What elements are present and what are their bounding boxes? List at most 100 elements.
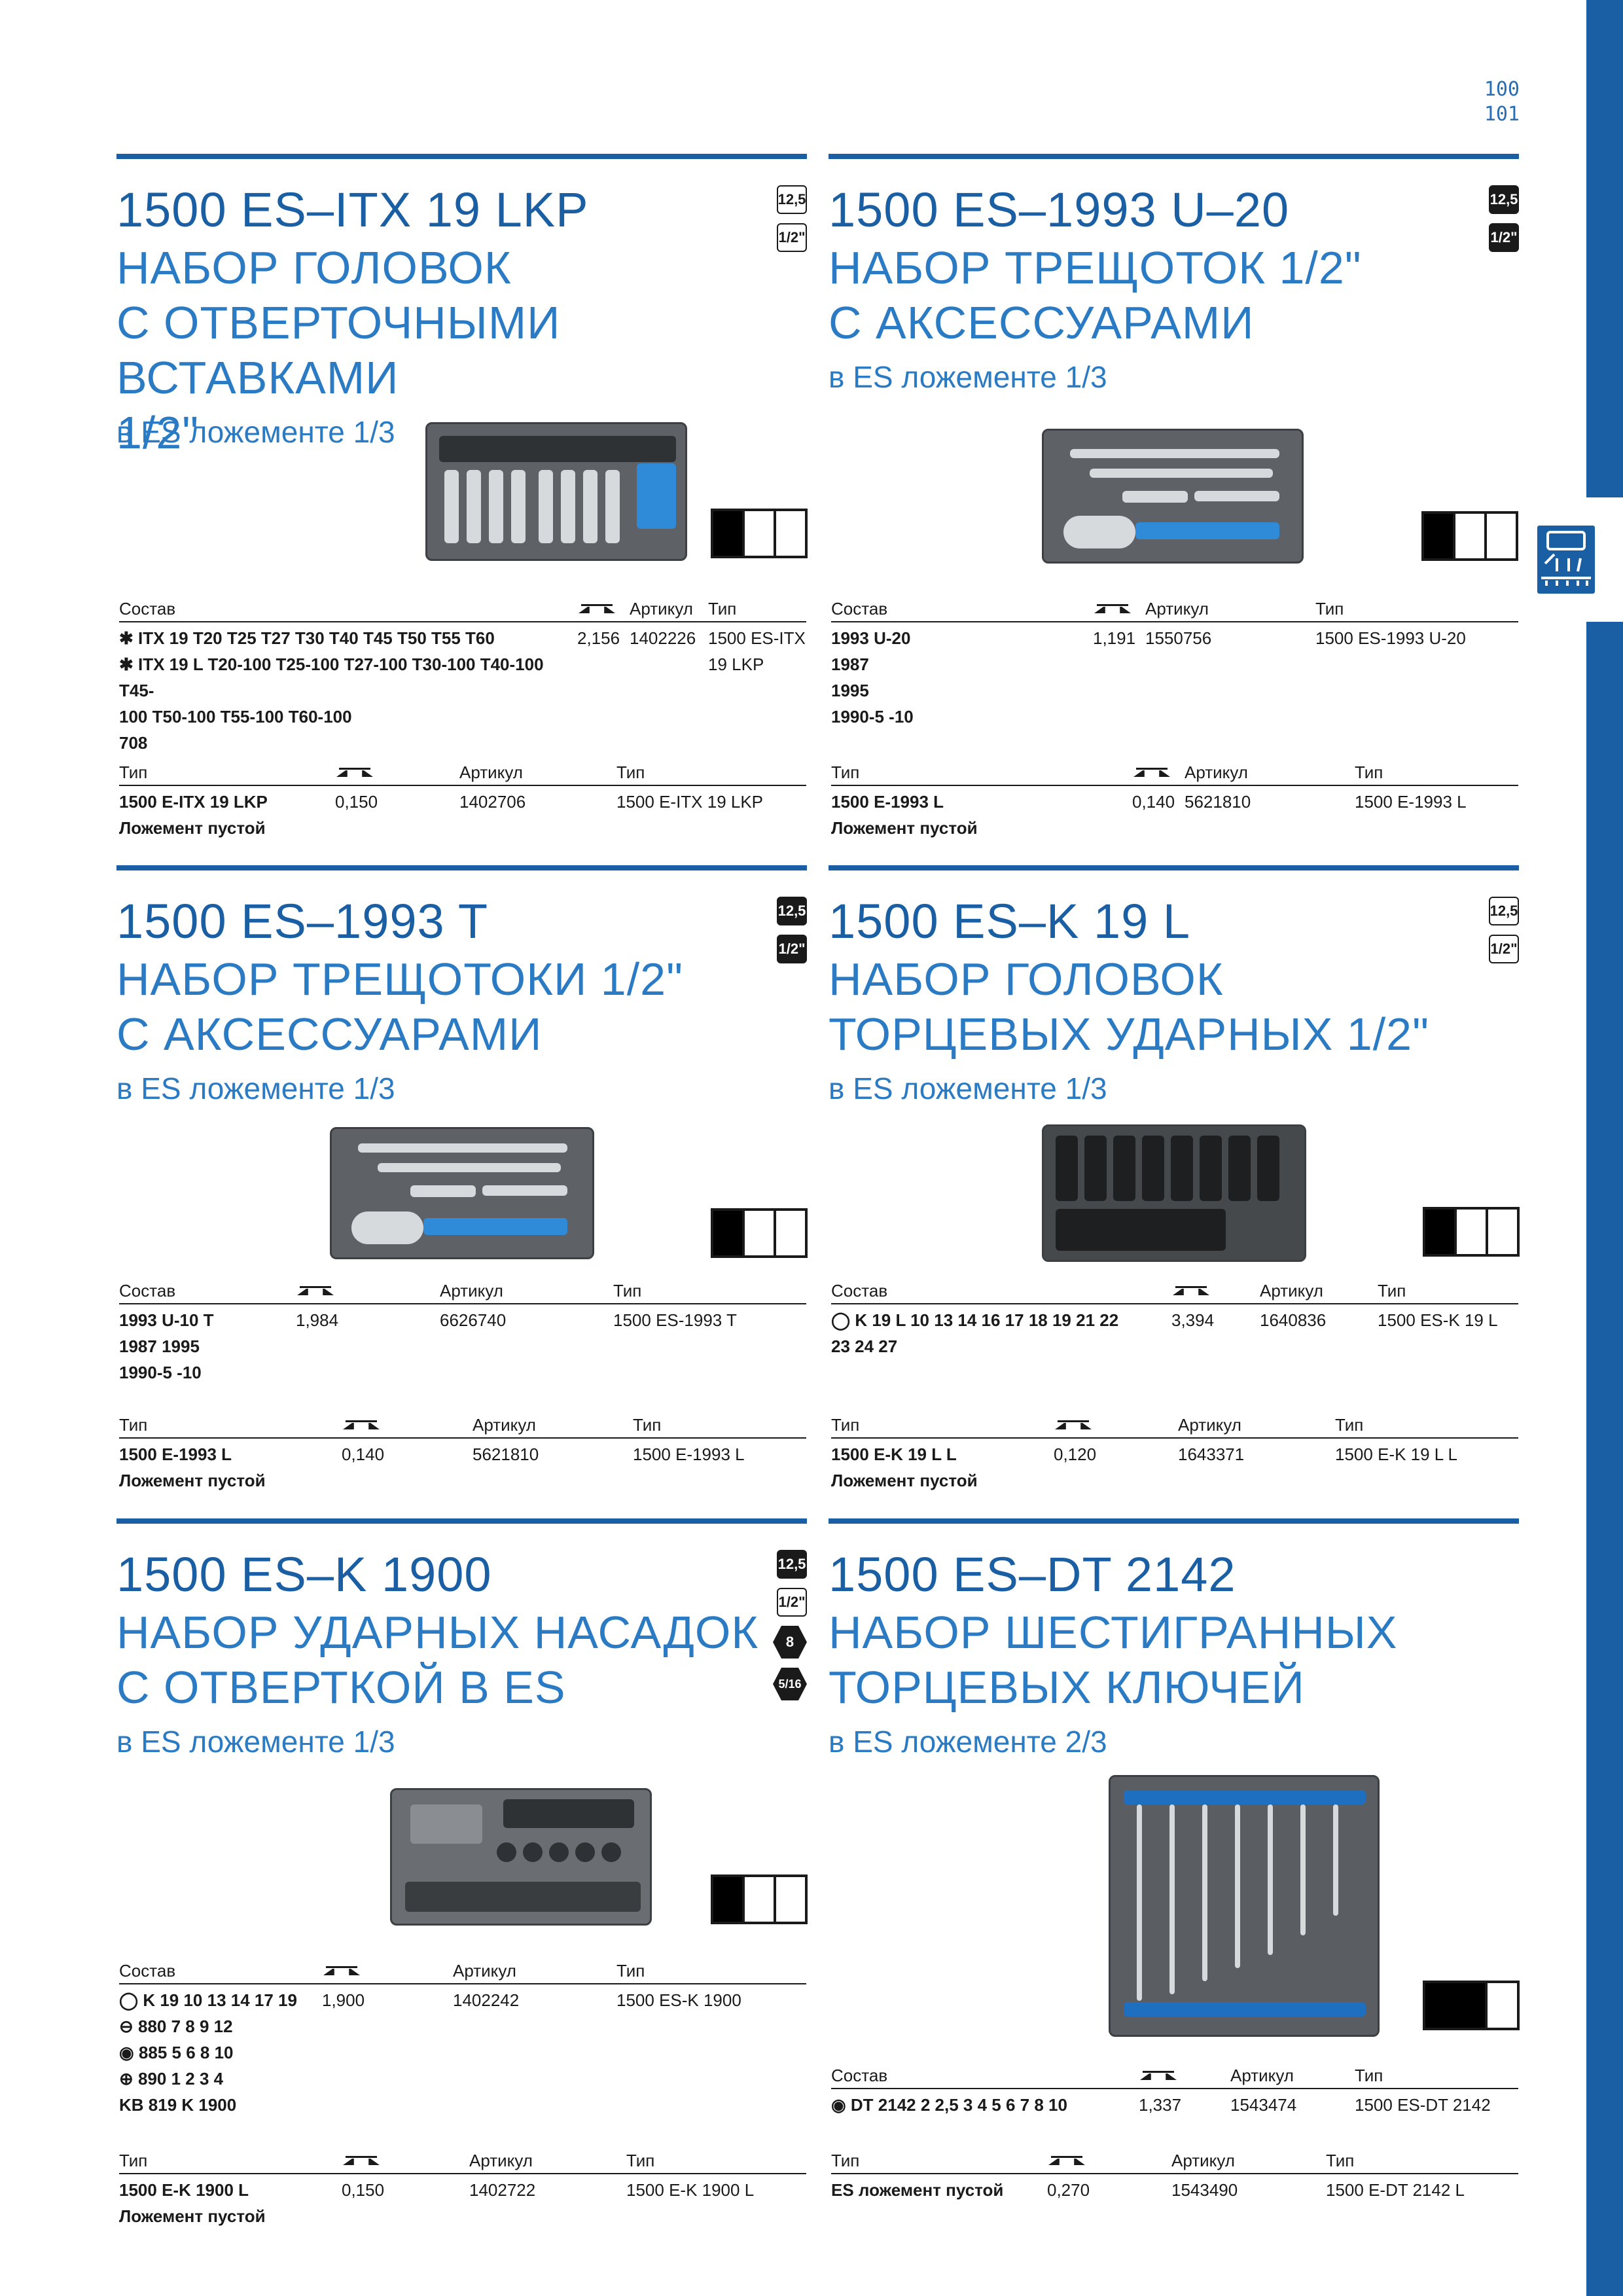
table-header: Тип Артикул Тип	[831, 762, 1518, 786]
section-rule	[829, 154, 1519, 159]
scale-icon	[322, 1962, 361, 1977]
empty-tray-table: Тип Артикул Тип 1500 E-1993 L Ложемент п…	[119, 1415, 806, 1494]
table-row: 1993 U-10 T 1987 1995 1990-5 -10 1,984 6…	[119, 1304, 806, 1386]
drawer-fraction-icon	[1423, 1981, 1520, 2030]
tray-size: в ES ложементе 1/3	[829, 1071, 1107, 1105]
composition-cell: 1993 U-10 T 1987 1995 1990-5 -10	[119, 1310, 214, 1382]
scale-icon	[1054, 1416, 1093, 1431]
col-weight	[342, 2151, 469, 2174]
table-row: ✱ ITX 19 T20 T25 T27 T30 T40 T45 T50 T55…	[119, 622, 806, 756]
col-type2: Тип	[633, 1415, 806, 1439]
table-row: ◯ K 19 L 10 13 14 16 17 18 19 21 22 23 2…	[831, 1304, 1518, 1359]
weight-cell: 0,120	[1054, 1444, 1097, 1464]
spec-badges: 12,5 1/2"	[1485, 185, 1519, 261]
col-type2: Тип	[616, 762, 806, 786]
table-row: 1500 E-1993 L Ложемент пустой 0,140 5621…	[119, 1438, 806, 1494]
col-article: Артикул	[1185, 762, 1355, 786]
spec-badges: 12,5 1/2"	[1485, 897, 1519, 973]
drawer-fraction-icon	[1423, 1207, 1520, 1257]
col-article: Артикул	[1171, 2151, 1326, 2174]
weight-cell: 3,394	[1171, 1310, 1215, 1330]
drive-size-inch-badge: 1/2"	[777, 223, 807, 252]
composition-cell: ✱ ITX 19 T20 T25 T27 T30 T40 T45 T50 T55…	[119, 628, 544, 753]
section-rule	[116, 154, 807, 159]
composition-cell: 1993 U-20 1987 1995 1990-5 -10	[831, 628, 914, 726]
product-title: 1500 ES–1993 T	[116, 894, 489, 948]
table-row: 1993 U-20 1987 1995 1990-5 -10 1,191 155…	[831, 622, 1518, 730]
col-weight	[577, 599, 630, 622]
drawer-fraction-icon	[711, 1208, 808, 1258]
spec-badges: 12,5 1/2"	[773, 185, 807, 261]
table-header: Тип Артикул Тип	[119, 762, 806, 786]
product-1993-u-20: 1500 ES–1993 U–20 НАБОР ТРЕЩОТОК 1/2" С …	[829, 154, 1519, 838]
col-type: Тип	[119, 1415, 342, 1439]
type-cell: 1500 ES-K 19 L	[1378, 1310, 1498, 1330]
composition-table: Состав Артикул Тип 1993 U-10 T 1987 1995…	[119, 1281, 806, 1386]
table-header: Состав Артикул Тип	[119, 1281, 806, 1304]
product-title: 1500 ES–DT 2142	[829, 1547, 1236, 1602]
spec-badges: 12,5 1/2"	[773, 897, 807, 973]
article-cell: 1402242	[453, 1990, 520, 2010]
type-cell: 1500 ES-1993 T	[613, 1310, 737, 1330]
drawer-fraction-icon	[711, 509, 808, 558]
article-cell: 5621810	[473, 1444, 539, 1464]
type2-cell: 1500 E-K 19 L L	[1335, 1444, 1457, 1464]
col-article: Артикул	[440, 1281, 613, 1304]
table-header: Тип Артикул Тип	[831, 2151, 1518, 2174]
empty-tray-table: Тип Артикул Тип 1500 E-1993 L Ложемент п…	[831, 762, 1518, 841]
tray-size: в ES ложементе 1/3	[116, 1071, 395, 1105]
table-header: Состав Артикул Тип	[831, 599, 1518, 622]
product-k-1900: 1500 ES–K 1900 НАБОР УДАРНЫХ НАСАДОК С О…	[116, 1518, 808, 2291]
col-article: Артикул	[453, 1961, 616, 1984]
drive-size-mm-badge: 12,5	[1489, 185, 1519, 214]
drive-size-mm-badge: 12,5	[777, 185, 807, 214]
product-subtitle: НАБОР УДАРНЫХ НАСАДОК С ОТВЕРТКОЙ В ES	[116, 1607, 759, 1713]
col-type2: Тип	[1326, 2151, 1518, 2174]
col-article: Артикул	[459, 762, 616, 786]
section-rule	[829, 1518, 1519, 1524]
col-composition: Состав	[831, 2066, 1139, 2089]
page-numbers: 100 101	[1484, 77, 1520, 127]
tool-category-icon[interactable]	[1535, 524, 1597, 596]
scale-icon	[1139, 2067, 1178, 2081]
drive-size-inch-badge: 1/2"	[777, 935, 807, 963]
article-cell: 1550756	[1145, 628, 1212, 648]
col-composition: Состав	[119, 599, 577, 622]
weight-cell: 0,150	[335, 792, 378, 812]
empty-tray-table: Тип Артикул Тип 1500 E-ITX 19 LKP Ложеме…	[119, 762, 806, 841]
col-weight	[1132, 762, 1185, 786]
col-type: Тип	[831, 762, 1132, 786]
table-header: Состав Артикул Тип	[119, 599, 806, 622]
col-composition: Состав	[119, 1281, 296, 1304]
composition-table: Состав Артикул Тип ◯ K 19 10 13 14 17 19…	[119, 1961, 806, 2118]
col-article: Артикул	[1145, 599, 1315, 622]
product-dt-2142: 1500 ES–DT 2142 НАБОР ШЕСТИГРАННЫХ ТОРЦЕ…	[829, 1518, 1520, 2291]
type-cell: 1500 E-ITX 19 LKP Ложемент пустой	[119, 792, 268, 838]
article-cell: 5621810	[1185, 792, 1251, 812]
product-1993-t: 1500 ES–1993 T НАБОР ТРЕЩОТОКИ 1/2" С АК…	[116, 865, 808, 1520]
hex-8-badge: 8	[773, 1626, 807, 1659]
spec-badges: 12,5 1/2" 8 5/16	[773, 1550, 807, 1710]
product-photo	[390, 1788, 652, 1926]
type-cell: ES ложемент пустой	[831, 2180, 1004, 2200]
scale-icon	[1047, 2152, 1086, 2166]
type-cell: 1500 ES-ITX 19 LKP	[708, 628, 806, 674]
col-weight	[335, 762, 459, 786]
weight-cell: 1,191	[1093, 628, 1136, 648]
col-weight	[342, 1415, 473, 1439]
table-row: 1500 E-K 1900 L Ложемент пустой 0,150 14…	[119, 2174, 806, 2229]
type2-cell: 1500 E-DT 2142 L	[1326, 2180, 1465, 2200]
product-photo	[1109, 1775, 1380, 2037]
section-rule	[829, 865, 1519, 870]
drawer-fraction-icon	[711, 1874, 808, 1924]
product-photo	[1042, 1124, 1306, 1262]
col-type: Тип	[613, 1281, 806, 1304]
composition-table: Состав Артикул Тип ✱ ITX 19 T20 T25 T27 …	[119, 599, 806, 756]
tray-size: в ES ложементе 1/3	[829, 360, 1107, 394]
drawer-fraction-icon	[1421, 511, 1518, 561]
table-row: 1500 E-1993 L Ложемент пустой 0,140 5621…	[831, 785, 1518, 841]
col-composition: Состав	[831, 1281, 1171, 1304]
type-cell: 1500 ES-K 1900	[616, 1990, 741, 2010]
composition-cell: ◉ DT 2142 2 2,5 3 4 5 6 7 8 10	[831, 2095, 1067, 2115]
drive-size-mm-badge: 12,5	[1489, 897, 1519, 925]
